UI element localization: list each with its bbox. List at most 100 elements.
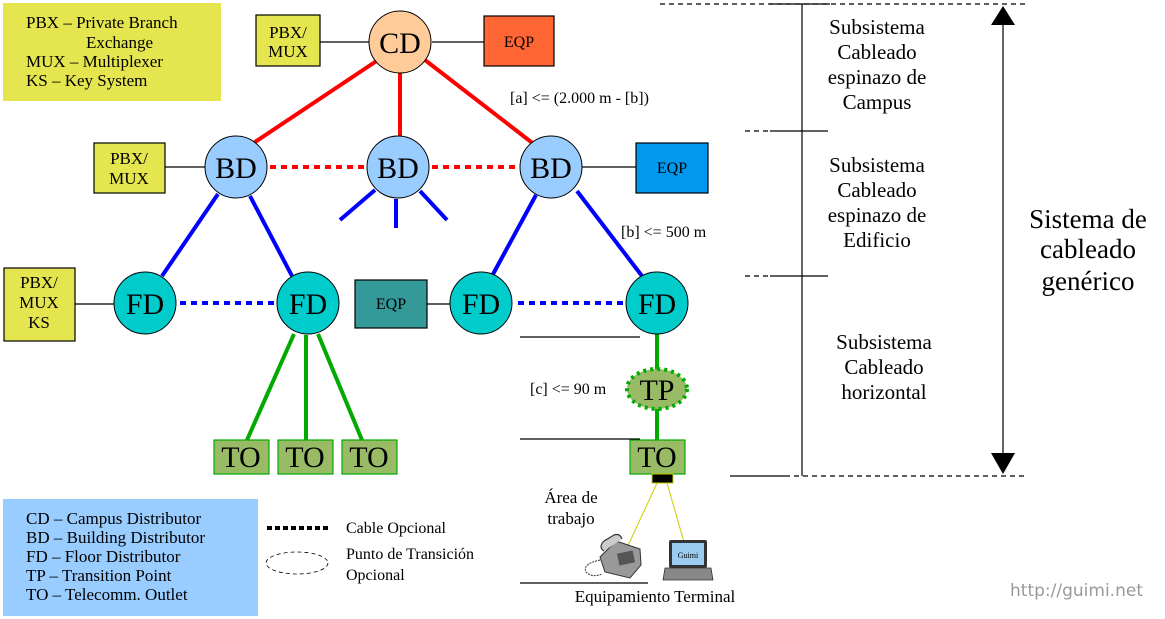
optional-tp-label: Opcional [346,567,405,584]
system-line: genérico [1042,266,1135,296]
subsystem-line: espinazo de [828,65,927,89]
node-to-1[interactable]: TO [213,439,270,475]
node-label: FD [126,288,164,321]
node-label: CD [379,27,421,60]
node-label: TP [639,374,674,407]
node-bd-center[interactable]: BD [366,135,430,199]
legend-abbreviations: PBX – Private Branch Exchange MUX – Mult… [3,3,221,101]
subsystem-line: Cableado [837,40,916,64]
horizontal-cables [245,333,659,441]
node-label: BD [530,152,572,185]
pbx-mux-label: PBX/ [110,149,148,168]
optional-cable-label: Cable Opcional [346,520,447,537]
legend-distributors: CD – Campus Distributor BD – Building Di… [3,499,258,616]
subsystem-line: Cableado [837,178,916,202]
node-bd-left[interactable]: BD [204,135,268,199]
eqp-label: EQP [504,34,534,51]
laptop-screen-text: Guimi [678,551,699,560]
legend-line: FD – Floor Distributor [26,547,181,566]
legend-line-styles: Cable Opcional Punto de Transición Opcio… [265,520,474,584]
patch-cords [625,482,685,551]
legend-line: BD – Building Distributor [26,528,205,547]
node-bd-right[interactable]: BD [519,135,583,199]
node-label: BD [215,152,257,185]
eqp-label: EQP [376,296,406,313]
terminal-equipment-label: Equipamiento Terminal [575,587,736,606]
node-label: TO [637,441,676,474]
generic-system-label: Sistema de cableado genérico [1029,204,1147,296]
eqp-floor[interactable]: EQP [354,279,428,329]
node-label: FD [289,288,327,321]
node-fd-3[interactable]: FD [449,271,513,335]
patch-cord-laptop [666,482,685,543]
subsystem-line: Edificio [843,228,911,252]
building-backbone-cables [160,188,644,305]
node-to-2[interactable]: TO [277,439,334,475]
legend-line: Exchange [86,33,153,52]
node-label: BD [377,152,419,185]
legend-line: MUX – Multiplexer [26,52,163,71]
cable-fd-to-1 [245,333,296,441]
cable-fd-to-3 [316,333,364,441]
system-line: Sistema de [1029,204,1147,234]
node-to-4[interactable]: TO [629,439,686,475]
work-area-label: Área de [544,488,597,507]
cable-bd-stub [338,188,377,222]
campus-backbone-cables [250,58,537,169]
telephone-icon [584,533,642,579]
subsystem-line: Cableado [844,355,923,379]
subsystem-line: Campus [843,90,912,114]
pbx-mux-label: MUX [19,293,59,312]
laptop-icon: Guimi [662,540,714,581]
node-tp[interactable]: TP [625,367,689,411]
pbx-mux-campus[interactable]: PBX/ MUX [255,14,321,67]
optional-tp-swatch [265,551,329,575]
work-area-label: trabajo [547,509,594,528]
system-span-arrow [991,6,1015,474]
eqp-campus[interactable]: EQP [483,15,555,67]
building-length-limit: [b] <= 500 m [621,224,707,241]
subsystem-horizontal-label: Subsistema Cableado horizontal [836,330,932,404]
node-fd-2[interactable]: FD [276,271,340,335]
pbx-mux-ks-floor[interactable]: PBX/ MUX KS [3,267,76,342]
eqp-label: EQP [657,160,687,177]
pbx-mux-building[interactable]: PBX/ MUX [93,142,166,194]
subsystem-brackets [660,3,1025,477]
pbx-mux-label: MUX [268,42,308,61]
equipment-links [75,41,636,305]
node-cd[interactable]: CD [368,10,432,74]
node-fd-1[interactable]: FD [113,271,177,335]
cable-bd-stub [418,189,449,222]
horizontal-length-limit: [c] <= 90 m [530,381,607,398]
subsystem-line: horizontal [841,380,926,404]
ks-label: KS [28,313,50,332]
subsystem-line: Subsistema [829,15,925,39]
cable-bd-fd-4 [575,189,644,278]
pbx-mux-label: PBX/ [20,273,58,292]
legend-line: PBX – Private Branch [26,13,178,32]
legend-line: TP – Transition Point [26,566,172,585]
cable-bd-fd-3 [490,194,538,277]
eqp-building[interactable]: EQP [635,142,709,194]
cable-cd-bd-right [423,58,537,147]
legend-distributors-box [3,499,258,616]
campus-length-limit: [a] <= (2.000 m - [b]) [510,90,649,107]
node-label: FD [462,288,500,321]
patch-cord-phone [625,482,658,551]
pbx-mux-label: MUX [109,169,149,188]
cable-cd-bd-left [250,58,380,146]
node-to-3[interactable]: TO [341,439,398,475]
legend-abbreviations-box [3,3,221,101]
optional-tp-label: Punto de Transición [346,546,474,563]
node-label: FD [638,288,676,321]
cable-bd-fd-2 [248,195,294,277]
node-fd-4[interactable]: FD [625,271,689,335]
pbx-mux-label: PBX/ [269,23,307,42]
legend-line: CD – Campus Distributor [26,509,202,528]
legend-line: KS – Key System [26,71,147,90]
arrow-down-icon [991,453,1015,474]
subsystem-line: Subsistema [836,330,932,354]
subsystem-line: espinazo de [828,203,927,227]
system-line: cableado [1040,234,1136,264]
